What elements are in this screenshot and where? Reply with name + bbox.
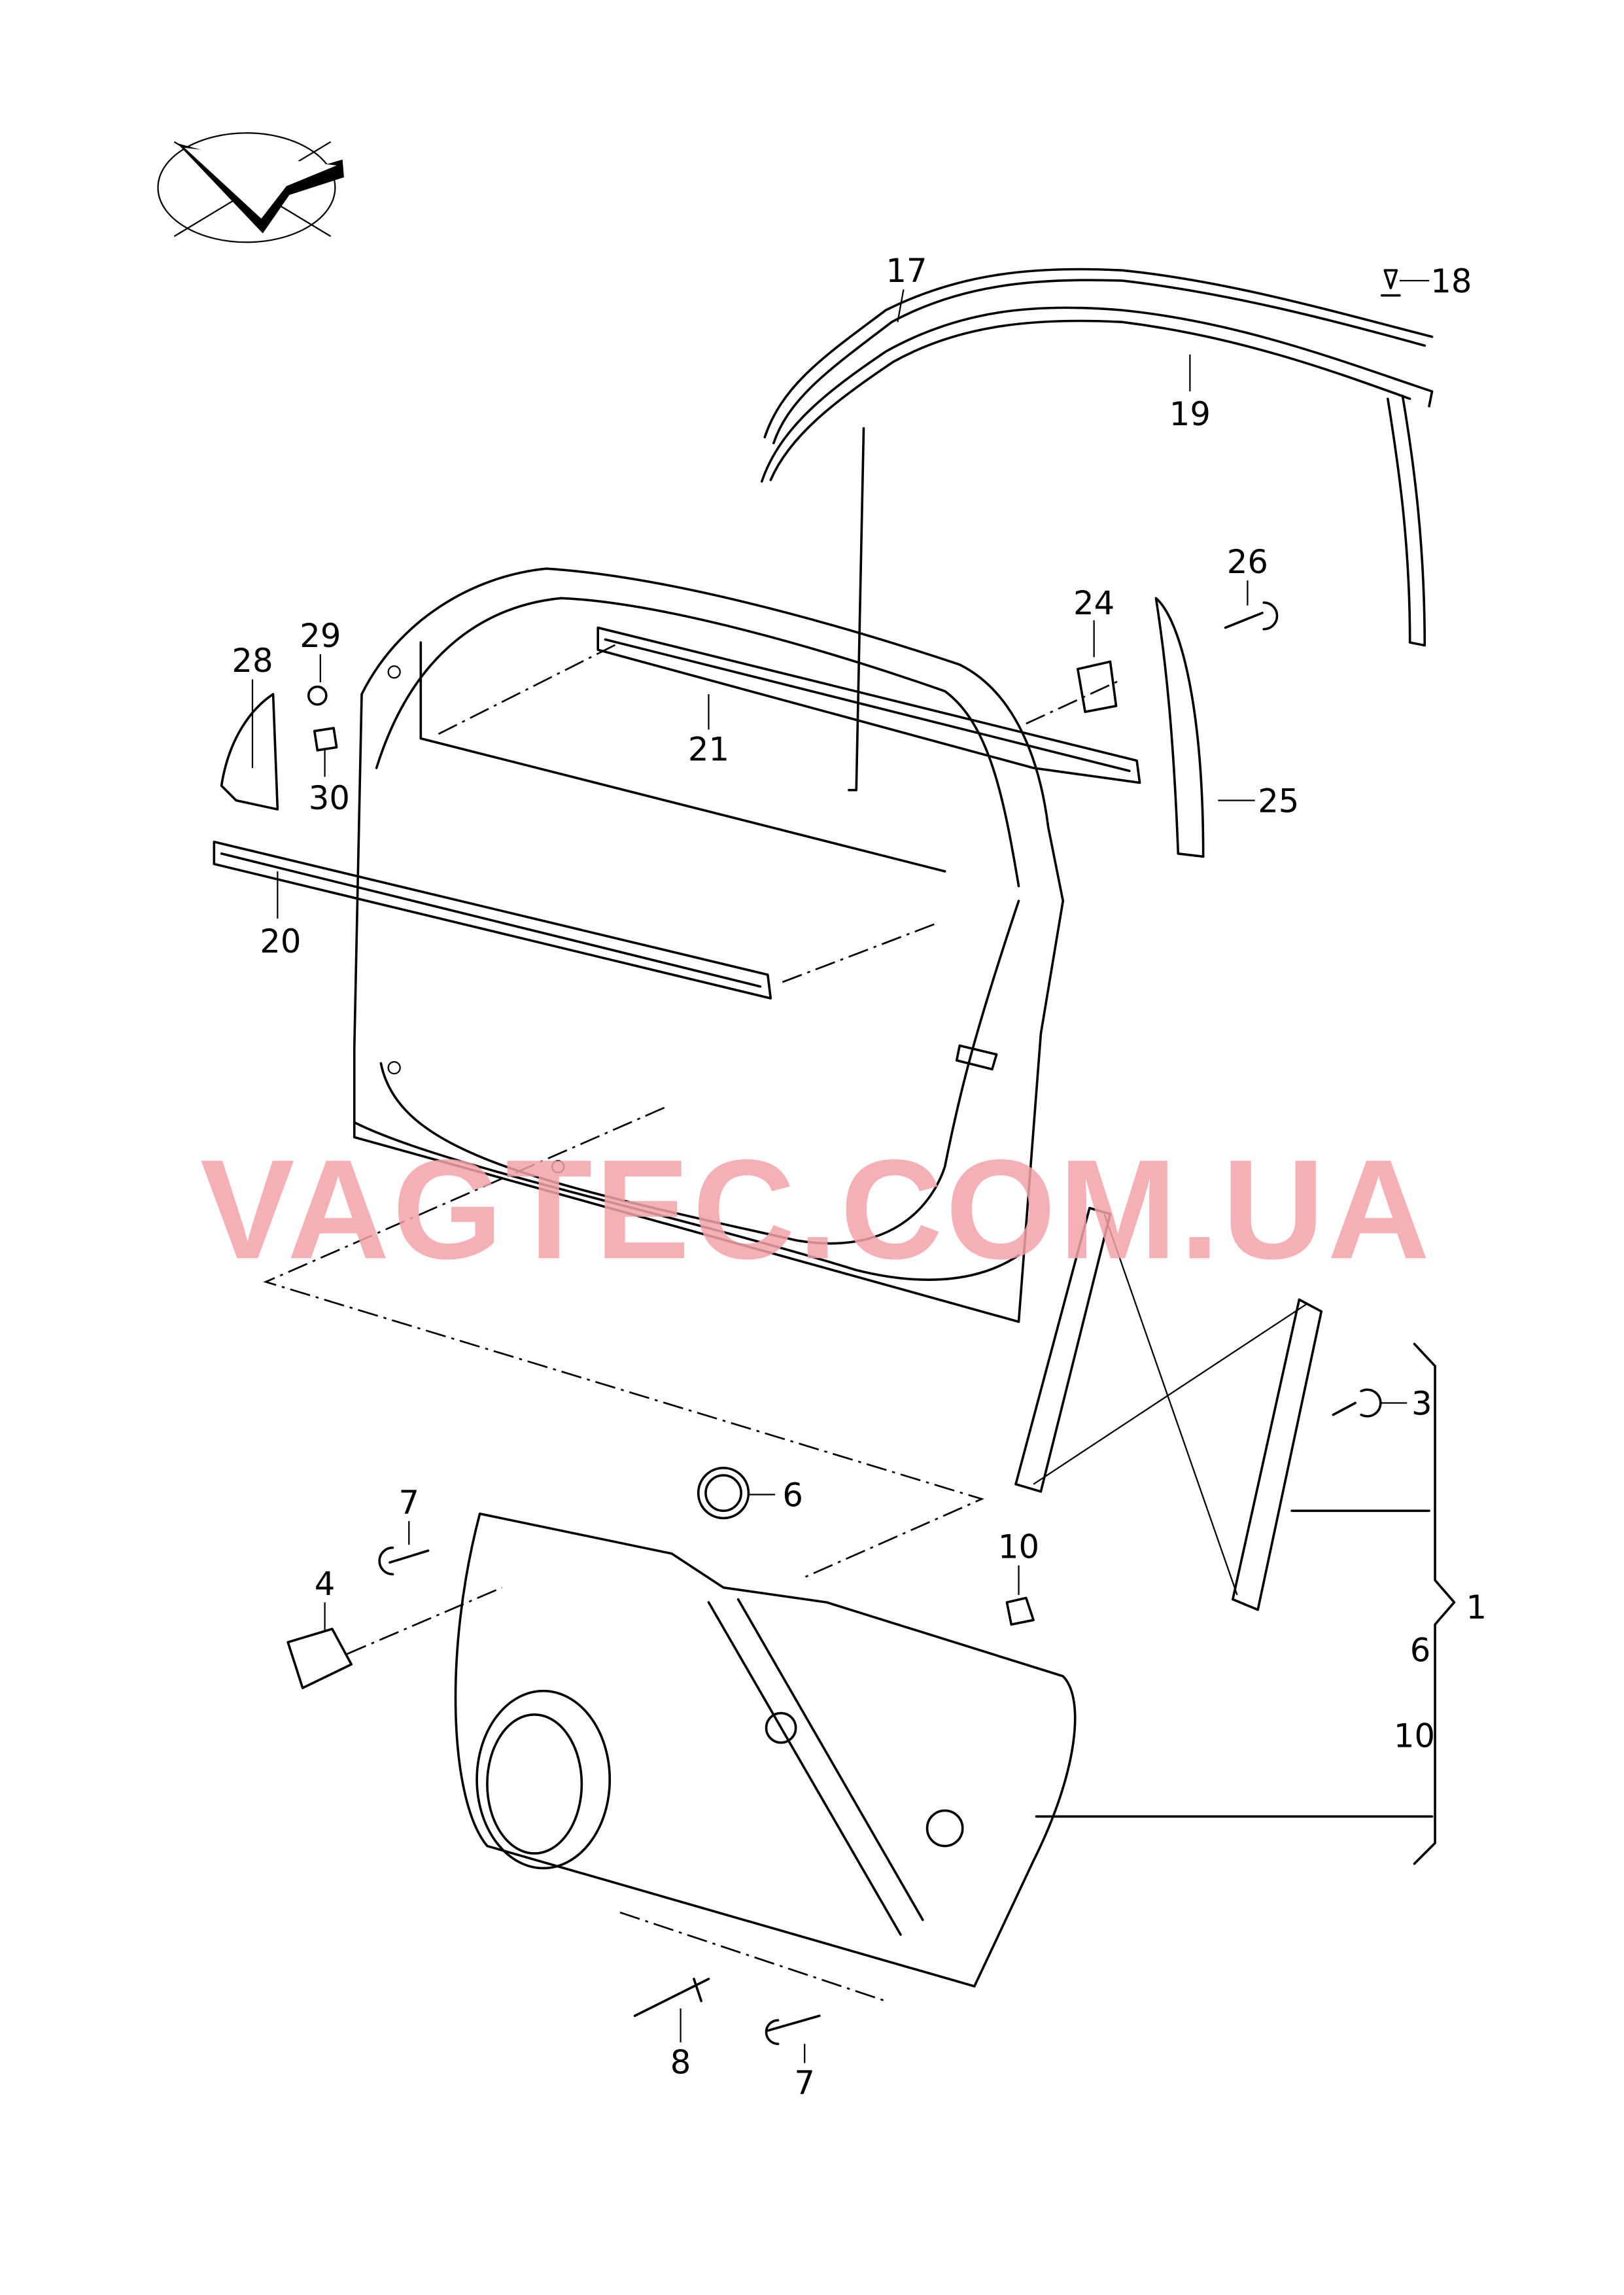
assembly-bracket xyxy=(1035,1342,1456,1865)
callout-1: 1 xyxy=(1466,1588,1487,1626)
callout-10-assembly: 10 xyxy=(1394,1717,1435,1755)
callout-19: 19 xyxy=(1169,395,1211,433)
callout-25: 25 xyxy=(1258,782,1299,820)
leader-lines xyxy=(251,279,1430,2063)
callout-21: 21 xyxy=(688,731,729,769)
callout-26: 26 xyxy=(1227,543,1268,581)
assembly-lines xyxy=(263,641,1123,2002)
callout-30: 30 xyxy=(309,779,350,817)
window-frame-seal xyxy=(760,268,1434,792)
orientation-symbol-icon xyxy=(157,132,344,243)
seal-strips xyxy=(213,626,1141,1000)
door-module-panel xyxy=(286,1467,1077,2045)
callout-28: 28 xyxy=(232,642,273,680)
callout-20: 20 xyxy=(260,922,301,960)
callout-6-assembly: 6 xyxy=(1410,1632,1431,1670)
callout-24: 24 xyxy=(1073,584,1114,622)
callout-labels: 17 18 19 26 24 29 28 21 25 30 20 3 6 7 1… xyxy=(232,252,1487,2102)
watermark: VAGTEC.COM.UA xyxy=(200,1130,1432,1288)
trim-and-clips xyxy=(220,685,338,811)
callout-8: 8 xyxy=(670,2043,691,2081)
callout-17: 17 xyxy=(886,252,927,290)
callout-29: 29 xyxy=(300,617,341,655)
callout-7-top: 7 xyxy=(398,1484,419,1522)
guide-rail-parts xyxy=(1077,597,1279,858)
callout-4: 4 xyxy=(315,1565,336,1603)
window-regulator xyxy=(1014,1206,1382,1611)
door-shell xyxy=(353,567,1065,1323)
callout-3: 3 xyxy=(1411,1385,1432,1423)
callout-6: 6 xyxy=(782,1477,803,1515)
callout-18: 18 xyxy=(1430,262,1472,300)
callout-7-bottom: 7 xyxy=(794,2064,815,2102)
callout-10: 10 xyxy=(998,1528,1039,1566)
